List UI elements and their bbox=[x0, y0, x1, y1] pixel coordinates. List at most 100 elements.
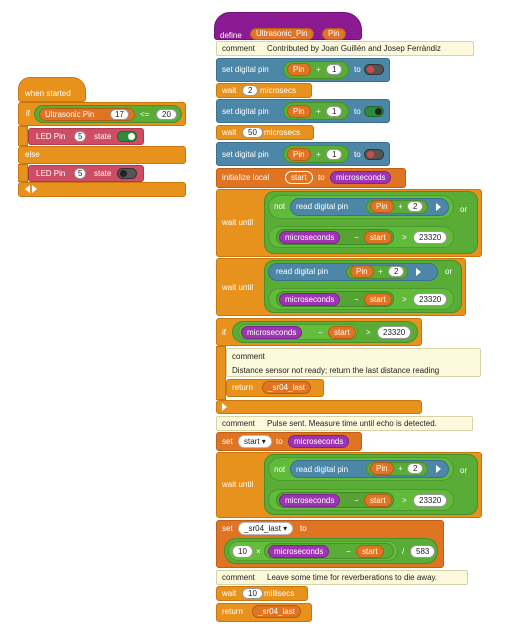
limit-value-1[interactable]: 23320 bbox=[413, 231, 448, 244]
wait-value-3[interactable]: 10 bbox=[242, 588, 263, 599]
or-label-3: or bbox=[460, 466, 468, 475]
start-var-1[interactable]: start bbox=[364, 231, 392, 244]
pin-var-4[interactable]: Pin bbox=[370, 200, 394, 213]
plus-op-1: + bbox=[316, 65, 321, 74]
when-started-label: when started bbox=[25, 89, 71, 98]
or-label-2: or bbox=[445, 267, 453, 276]
read-digital-pin-label-1: read digital pin bbox=[296, 202, 349, 211]
set-start-var-dropdown[interactable]: start ▾ bbox=[238, 435, 272, 448]
plus-op-6: + bbox=[398, 464, 403, 473]
toggle-knob bbox=[375, 108, 382, 115]
led-on-toggle[interactable] bbox=[117, 131, 137, 142]
plus-value-5[interactable]: 2 bbox=[388, 266, 405, 277]
le-operator: <= bbox=[140, 110, 150, 119]
pin-var-3[interactable]: Pin bbox=[287, 148, 311, 161]
microseconds-reporter-3[interactable]: microseconds bbox=[279, 293, 341, 306]
set-digital-pin-label-1: set digital pin bbox=[222, 65, 269, 74]
microseconds-reporter-2[interactable]: microseconds bbox=[279, 231, 341, 244]
when-started-hat[interactable] bbox=[18, 77, 86, 102]
ultrasonic-pin-number[interactable]: 17 bbox=[110, 109, 129, 120]
limit-value-3[interactable]: 23320 bbox=[377, 326, 412, 339]
arrow-left-icon bbox=[25, 185, 30, 193]
multiplier-value[interactable]: 10 bbox=[232, 545, 253, 558]
define-name[interactable]: Ultrasonic_Pin bbox=[250, 28, 314, 40]
ultrasonic-pin-label: Ultrasonic Pin bbox=[45, 110, 95, 119]
pin-var-1[interactable]: Pin bbox=[287, 63, 311, 76]
plus-value-1[interactable]: 1 bbox=[326, 64, 343, 75]
led-on-label: LED Pin bbox=[36, 132, 66, 141]
pin-var-2[interactable]: Pin bbox=[287, 105, 311, 118]
last-var-2[interactable]: _sr04_last bbox=[252, 605, 301, 618]
led-on-pin[interactable]: 5 bbox=[74, 131, 87, 142]
plus-value-4[interactable]: 2 bbox=[407, 201, 424, 212]
plus-value-6[interactable]: 2 bbox=[407, 463, 424, 474]
set-last-var-dropdown[interactable]: _sr04_last ▾ bbox=[238, 522, 294, 535]
led-off-toggle[interactable] bbox=[117, 168, 137, 179]
plus-op-5: + bbox=[378, 267, 383, 276]
wait-unit-1: microsecs bbox=[260, 86, 297, 95]
expand-arrow-icon[interactable] bbox=[416, 268, 421, 276]
wait-label-2: wait bbox=[222, 128, 237, 137]
start-var-5[interactable]: start bbox=[356, 545, 384, 558]
start-var-2[interactable]: start bbox=[364, 293, 392, 306]
plus-value-3[interactable]: 1 bbox=[326, 149, 343, 160]
wait-block-2[interactable] bbox=[216, 125, 314, 140]
if-label-2: if bbox=[222, 328, 226, 337]
set-to-label-1: to bbox=[276, 437, 283, 446]
expand-arrow-icon[interactable] bbox=[436, 203, 441, 211]
threshold-value[interactable]: 20 bbox=[156, 109, 177, 120]
pin-toggle-2[interactable] bbox=[364, 106, 384, 117]
comment-block-1[interactable] bbox=[216, 41, 474, 56]
start-var-3[interactable]: start bbox=[328, 326, 356, 339]
wait-block-1[interactable] bbox=[216, 83, 312, 98]
wait-label-1: wait bbox=[222, 86, 237, 95]
gt-op-3: > bbox=[366, 328, 371, 337]
not-label-1: not bbox=[274, 202, 286, 211]
plus-op-4: + bbox=[398, 202, 403, 211]
local-var-start[interactable]: start bbox=[285, 171, 313, 184]
microseconds-reporter-6[interactable]: microseconds bbox=[279, 494, 341, 507]
minus-op-1: − bbox=[354, 233, 359, 242]
comment-1-text: Contributed by Joan Guillén and Josep Fe… bbox=[267, 44, 441, 53]
pin-var-5[interactable]: Pin bbox=[350, 265, 374, 278]
microseconds-reporter-5[interactable]: microseconds bbox=[288, 435, 350, 448]
pin-toggle-3[interactable] bbox=[364, 149, 384, 160]
gt-op-1: > bbox=[402, 233, 407, 242]
return-label-1: return bbox=[232, 383, 253, 392]
arrow-right-icon bbox=[32, 185, 37, 193]
plus-op-3: + bbox=[316, 150, 321, 159]
define-param[interactable]: Pin bbox=[322, 28, 346, 40]
comment-block-4[interactable] bbox=[216, 570, 468, 585]
comment-block-3[interactable] bbox=[216, 416, 473, 431]
led-off-pin[interactable]: 5 bbox=[74, 168, 87, 179]
led-off-label: LED Pin bbox=[36, 169, 66, 178]
wait-unit-2: microsecs bbox=[264, 128, 301, 137]
last-var-1[interactable]: _sr04_last bbox=[262, 381, 311, 394]
set-digital-pin-label-3: set digital pin bbox=[222, 150, 269, 159]
limit-value-2[interactable]: 23320 bbox=[413, 293, 448, 306]
plus-value-2[interactable]: 1 bbox=[326, 106, 343, 117]
microseconds-reporter-1[interactable]: microseconds bbox=[330, 171, 392, 184]
pin-toggle-1[interactable] bbox=[364, 64, 384, 75]
wait-until-label-3: wait until bbox=[222, 480, 254, 489]
comment-4-text: Leave some time for reverberations to di… bbox=[267, 573, 438, 582]
wait-until-label-1: wait until bbox=[222, 218, 254, 227]
limit-value-4[interactable]: 23320 bbox=[413, 494, 448, 507]
if-label: if bbox=[26, 109, 30, 118]
comment-4-label: comment bbox=[222, 573, 255, 582]
minus-op-4: − bbox=[354, 496, 359, 505]
pin-var-6[interactable]: Pin bbox=[370, 462, 394, 475]
set-label-2: set bbox=[222, 524, 233, 533]
expand-arrow-icon[interactable] bbox=[436, 465, 441, 473]
wait-value-1[interactable]: 2 bbox=[242, 85, 259, 96]
expand-arrow-icon[interactable] bbox=[222, 403, 227, 411]
read-digital-pin-label-3: read digital pin bbox=[296, 465, 349, 474]
microseconds-reporter-7[interactable]: microseconds bbox=[268, 545, 330, 558]
wait-value-2[interactable]: 50 bbox=[242, 127, 263, 138]
divisor-value[interactable]: 583 bbox=[410, 545, 436, 558]
collapse-arrows-icon[interactable] bbox=[25, 185, 39, 194]
start-var-4[interactable]: start bbox=[364, 494, 392, 507]
set-to-label-2: to bbox=[300, 524, 307, 533]
comment-block-2[interactable] bbox=[226, 348, 481, 377]
microseconds-reporter-4[interactable]: microseconds bbox=[241, 326, 303, 339]
